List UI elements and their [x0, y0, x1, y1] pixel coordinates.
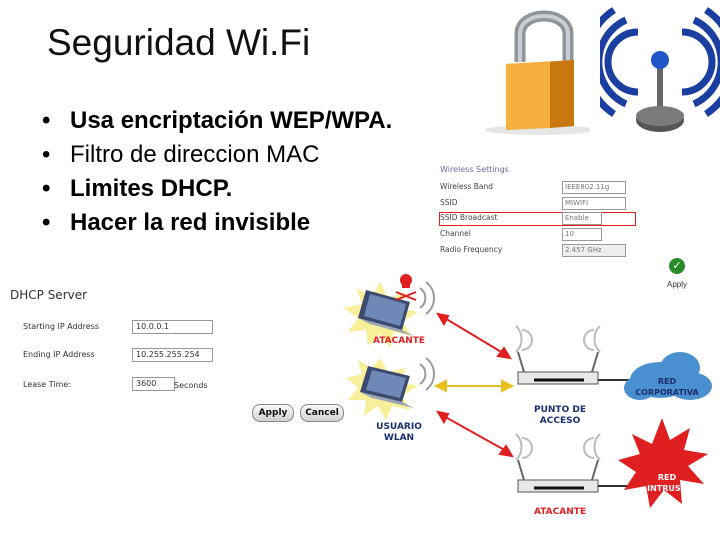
- access-point-label: PUNTO DE ACCESO: [520, 405, 600, 427]
- padlock-icon: [485, 10, 590, 135]
- wireless-settings-panel: Wireless Settings Wireless Band IEEE802.…: [430, 162, 692, 272]
- wireless-band-row: Wireless Band IEEE802.11g: [440, 181, 630, 194]
- skull-icon: [395, 274, 417, 301]
- bullet-list: Usa encriptación WEP/WPA. Filtro de dire…: [42, 104, 392, 240]
- attack-arrow: [435, 312, 512, 360]
- cloud-icon: [624, 352, 712, 400]
- ssid-row: SSID MIWIFI: [440, 197, 630, 210]
- user-arrow: [433, 379, 515, 393]
- ending-ip-label: Ending IP Address: [23, 350, 95, 359]
- user-wlan-line1: USUARIO: [376, 422, 422, 432]
- ssid-input[interactable]: MIWIFI: [562, 197, 626, 210]
- checkmark-icon: ✓: [669, 258, 685, 274]
- network-diagram: [344, 274, 712, 508]
- starting-ip-label: Starting IP Address: [23, 322, 100, 331]
- wireless-apply-label: Apply: [667, 280, 688, 289]
- dhcp-cancel-button[interactable]: Cancel: [300, 404, 344, 422]
- attacker-signal-icon: [419, 281, 435, 315]
- bullet-item: Filtro de direccion MAC: [42, 138, 392, 172]
- rogue-access-point-icon: [515, 433, 601, 493]
- wireless-band-select[interactable]: IEEE802.11g: [562, 181, 626, 194]
- radio-frequency-label: Radio Frequency: [440, 245, 503, 254]
- ending-ip-input[interactable]: 10.255.255.254: [132, 348, 213, 362]
- dhcp-server-panel: DHCP Server Starting IP Address 10.0.0.1…: [10, 288, 250, 428]
- rogue-network-line2: INTRUSA: [647, 484, 687, 493]
- channel-select[interactable]: 10: [562, 228, 602, 241]
- user-signal-icon: [419, 357, 435, 391]
- ssid-label: SSID: [440, 198, 458, 207]
- lease-time-unit: Seconds: [174, 381, 208, 390]
- rogue-network-line1: RED: [657, 473, 677, 482]
- wifi-antenna-icon: [600, 7, 720, 132]
- radio-frequency-value: 2.457 GHz: [562, 244, 626, 257]
- attacker-bottom-label: ATACANTE: [533, 507, 587, 517]
- starting-ip-input[interactable]: 10.0.0.1: [132, 320, 213, 334]
- access-point-line2: ACCESO: [539, 416, 581, 426]
- ssid-broadcast-label: SSID Broadcast: [440, 213, 498, 222]
- user-laptop-icon: [360, 366, 414, 408]
- corporate-network-label: RED CORPORATIVA: [622, 376, 712, 398]
- rogue-network-label: RED INTRUSA: [636, 472, 698, 494]
- wireless-apply-button[interactable]: ✓ Apply: [665, 258, 693, 289]
- wireless-settings-title: Wireless Settings: [440, 165, 509, 174]
- lease-time-input[interactable]: 3600: [132, 377, 175, 391]
- user-wlan-label: USUARIO WLAN: [362, 422, 436, 444]
- bullet-item: Hacer la red invisible: [42, 206, 392, 240]
- user-wlan-line2: WLAN: [383, 433, 415, 443]
- dhcp-server-title: DHCP Server: [10, 288, 88, 302]
- channel-label: Channel: [440, 229, 471, 238]
- bullet-item: Limites DHCP.: [42, 172, 392, 206]
- intrusion-arrow: [435, 410, 514, 458]
- wireless-band-label: Wireless Band: [440, 182, 494, 191]
- ssid-broadcast-select[interactable]: Enable: [562, 212, 602, 225]
- bullet-item: Usa encriptación WEP/WPA.: [42, 104, 392, 138]
- attacker-top-label: ATACANTE: [372, 336, 426, 346]
- dhcp-apply-button[interactable]: Apply: [252, 404, 294, 422]
- corporate-network-line1: RED: [657, 377, 677, 386]
- radio-frequency-row: Radio Frequency 2.457 GHz: [440, 244, 630, 257]
- access-point-icon: [515, 325, 601, 385]
- slide-title: Seguridad Wi.Fi: [47, 22, 311, 63]
- access-point-line1: PUNTO DE: [534, 405, 586, 415]
- ssid-broadcast-row: SSID Broadcast Enable: [439, 212, 636, 226]
- channel-row: Channel 10: [440, 228, 630, 241]
- lease-time-label: Lease Time:: [23, 380, 72, 389]
- intrusa-burst-icon: [618, 418, 708, 508]
- corporate-network-line2: CORPORATIVA: [635, 388, 699, 397]
